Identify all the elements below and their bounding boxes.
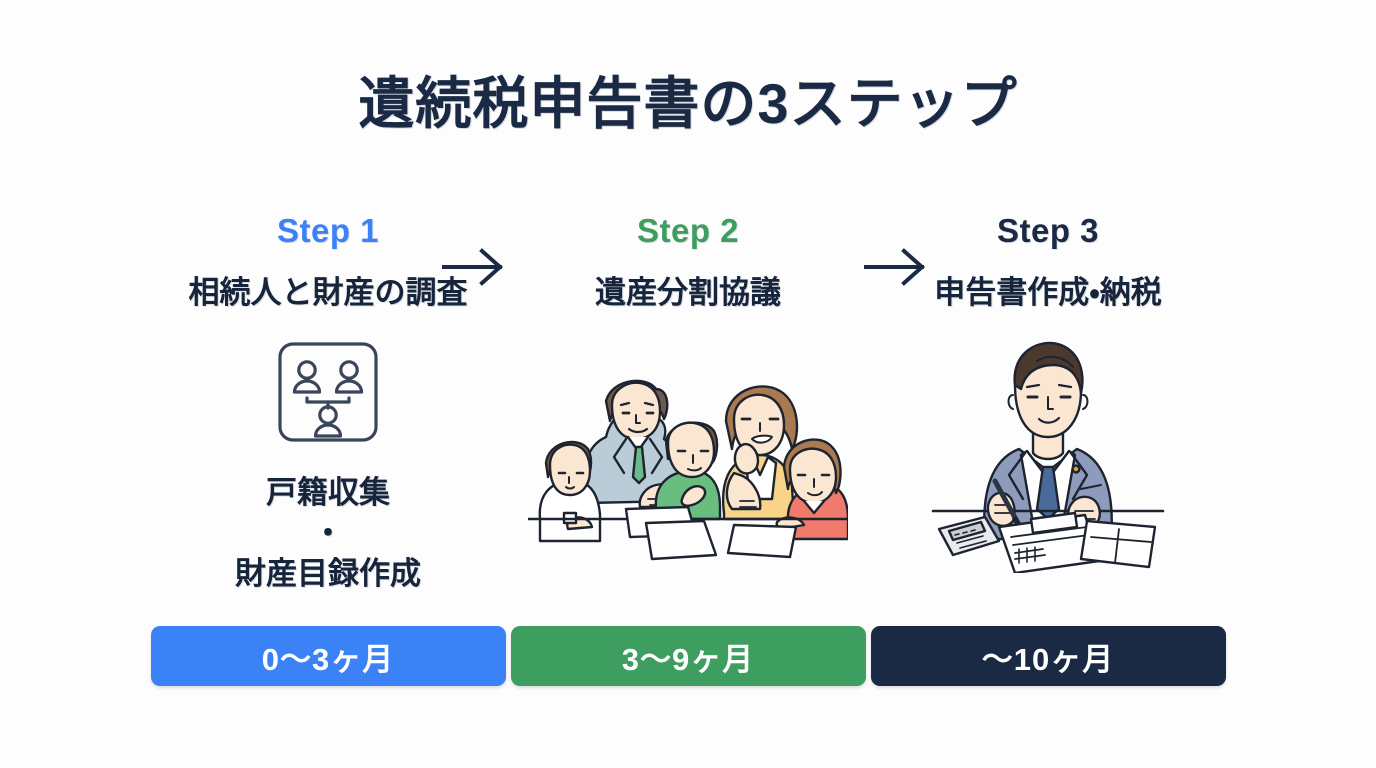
step-1-caption-separator: ・: [312, 515, 344, 551]
tax-accountant-at-desk-illustration: [931, 341, 1165, 573]
step-2-illustration: [523, 323, 853, 573]
arrow-right-icon: [442, 248, 504, 286]
badge-slot-2: 3〜9ヶ月: [508, 626, 868, 688]
step-label-3: Step 3: [996, 212, 1100, 249]
family-meeting-around-table-illustration: [528, 379, 848, 560]
duration-badge-step-1[interactable]: 0〜3ヶ月: [150, 626, 506, 686]
step-heading-2: 遺産分割協議: [595, 275, 781, 310]
step-3-illustration: [883, 323, 1213, 573]
badge-slot-3: 〜10ヶ月: [868, 626, 1228, 688]
step-heading-1: 相続人と財産の調査: [188, 275, 468, 310]
step-column-3: Step 3 申告書作成・納税: [868, 200, 1228, 690]
duration-badge-step-3[interactable]: 〜10ヶ月: [870, 626, 1226, 686]
step-1-caption-line-2: 財産目録作成: [235, 556, 421, 592]
steps-container: Step 1 相続人と財産の調査: [0, 200, 1376, 700]
step-column-1: Step 1 相続人と財産の調査: [148, 200, 508, 690]
step-label-1: Step 1: [276, 212, 380, 249]
page-title: 遺続税申告書の3ステップ: [358, 72, 1018, 135]
duration-badge-step-2[interactable]: 3〜9ヶ月: [510, 626, 866, 686]
step-heading-3: 申告書作成・納税: [934, 275, 1162, 310]
badge-slot-1: 0〜3ヶ月: [148, 626, 508, 688]
family-tree-chart-icon: [278, 342, 378, 442]
timeline-badges: 0〜3ヶ月 3〜9ヶ月 〜10ヶ月: [0, 626, 1376, 688]
step-label-2: Step 2: [636, 212, 740, 249]
arrow-right-icon: [864, 248, 926, 286]
step-connector-arrow-1: [440, 240, 512, 294]
step-1-illustration: [163, 337, 493, 447]
step-column-2: Step 2 遺産分割協議: [508, 200, 868, 690]
step-1-caption-line-1: 戸籍収集: [266, 474, 390, 510]
step-1-caption: 戸籍収集 ・ 財産目録作成: [235, 473, 421, 596]
step-connector-arrow-2: [862, 240, 934, 294]
